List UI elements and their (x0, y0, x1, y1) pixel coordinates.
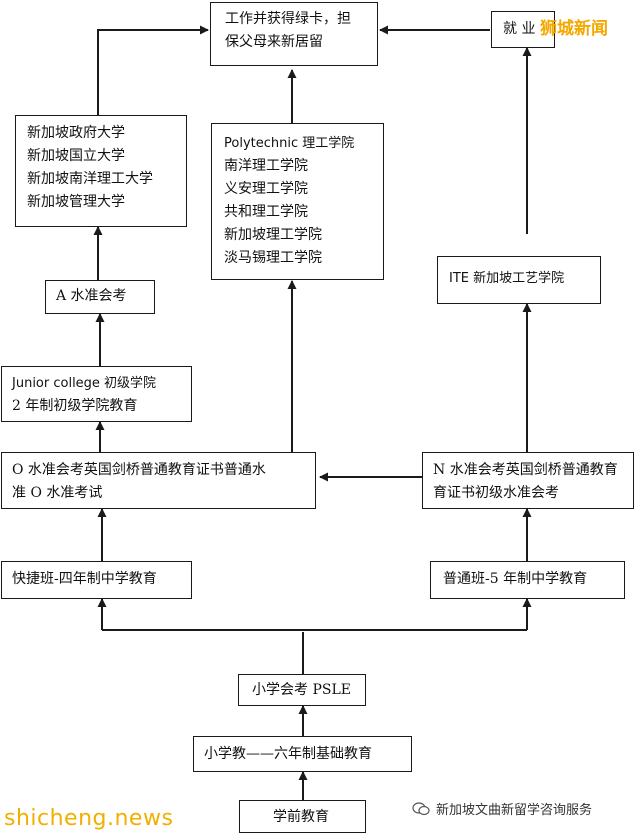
node-junior-college: Junior college 初级学院 2 年制初级学院教育 (1, 366, 192, 422)
node-line: 保父母来新居留 (225, 34, 323, 50)
node-line: 新加坡管理大学 (27, 194, 125, 210)
node-line: 快捷班-四年制中学教育 (12, 571, 157, 587)
node-a-level: A 水准会考 (45, 280, 155, 314)
node-line: 义安理工学院 (224, 181, 308, 197)
node-work-green-card: 工作并获得绿卡，担 保父母来新居留 (210, 2, 378, 66)
node-line: 小学会考 PSLE (252, 682, 351, 698)
node-line: Junior college 初级学院 (12, 376, 157, 391)
node-line: ITE 新加坡工艺学院 (449, 271, 565, 286)
node-ite: ITE 新加坡工艺学院 (437, 256, 601, 304)
node-line: 育证书初级水准会考 (433, 485, 559, 501)
node-line: O 水准会考英国剑桥普通教育证书普通水 (12, 462, 266, 478)
node-line: 准 O 水准考试 (12, 485, 103, 501)
node-express: 快捷班-四年制中学教育 (1, 561, 192, 599)
node-line: 新加坡理工学院 (224, 227, 322, 243)
node-line: 共和理工学院 (224, 204, 308, 220)
node-psle: 小学会考 PSLE (238, 674, 366, 706)
node-line: 南洋理工学院 (224, 158, 308, 174)
watermark-account: 新加坡文曲新留学咨询服务 (412, 799, 592, 818)
node-o-level: O 水准会考英国剑桥普通教育证书普通水 准 O 水准考试 (1, 452, 316, 509)
watermark-top: 狮城新闻 (540, 19, 608, 39)
node-polytechnic: Polytechnic 理工学院 南洋理工学院 义安理工学院 共和理工学院 新加… (211, 123, 384, 280)
watermark-account-text: 新加坡文曲新留学咨询服务 (436, 803, 593, 818)
node-line: 2 年制初级学院教育 (12, 398, 138, 414)
node-line: 学前教育 (273, 809, 329, 825)
wechat-icon (412, 801, 430, 815)
node-line: 新加坡南洋理工大学 (27, 171, 153, 187)
node-line: 普通班-5 年制中学教育 (443, 571, 588, 587)
node-employment: 就 业 (491, 11, 555, 48)
node-n-level: N 水准会考英国剑桥普通教育 育证书初级水准会考 (422, 452, 634, 509)
node-line: 新加坡国立大学 (27, 148, 125, 164)
node-line: N 水准会考英国剑桥普通教育 (433, 462, 618, 478)
watermark-site: shicheng.news (4, 806, 174, 831)
node-line: A 水准会考 (56, 288, 127, 304)
node-primary: 小学教——六年制基础教育 (193, 736, 412, 772)
node-line: 小学教——六年制基础教育 (204, 746, 372, 762)
node-normal: 普通班-5 年制中学教育 (430, 561, 625, 599)
node-line: 淡马锡理工学院 (224, 250, 322, 266)
node-preschool: 学前教育 (239, 800, 366, 833)
node-universities: 新加坡政府大学 新加坡国立大学 新加坡南洋理工大学 新加坡管理大学 (15, 115, 187, 227)
node-line: 就 业 (503, 21, 536, 37)
node-line: 工作并获得绿卡，担 (225, 11, 351, 27)
node-line: 新加坡政府大学 (27, 125, 125, 141)
node-line: Polytechnic 理工学院 (224, 136, 355, 151)
